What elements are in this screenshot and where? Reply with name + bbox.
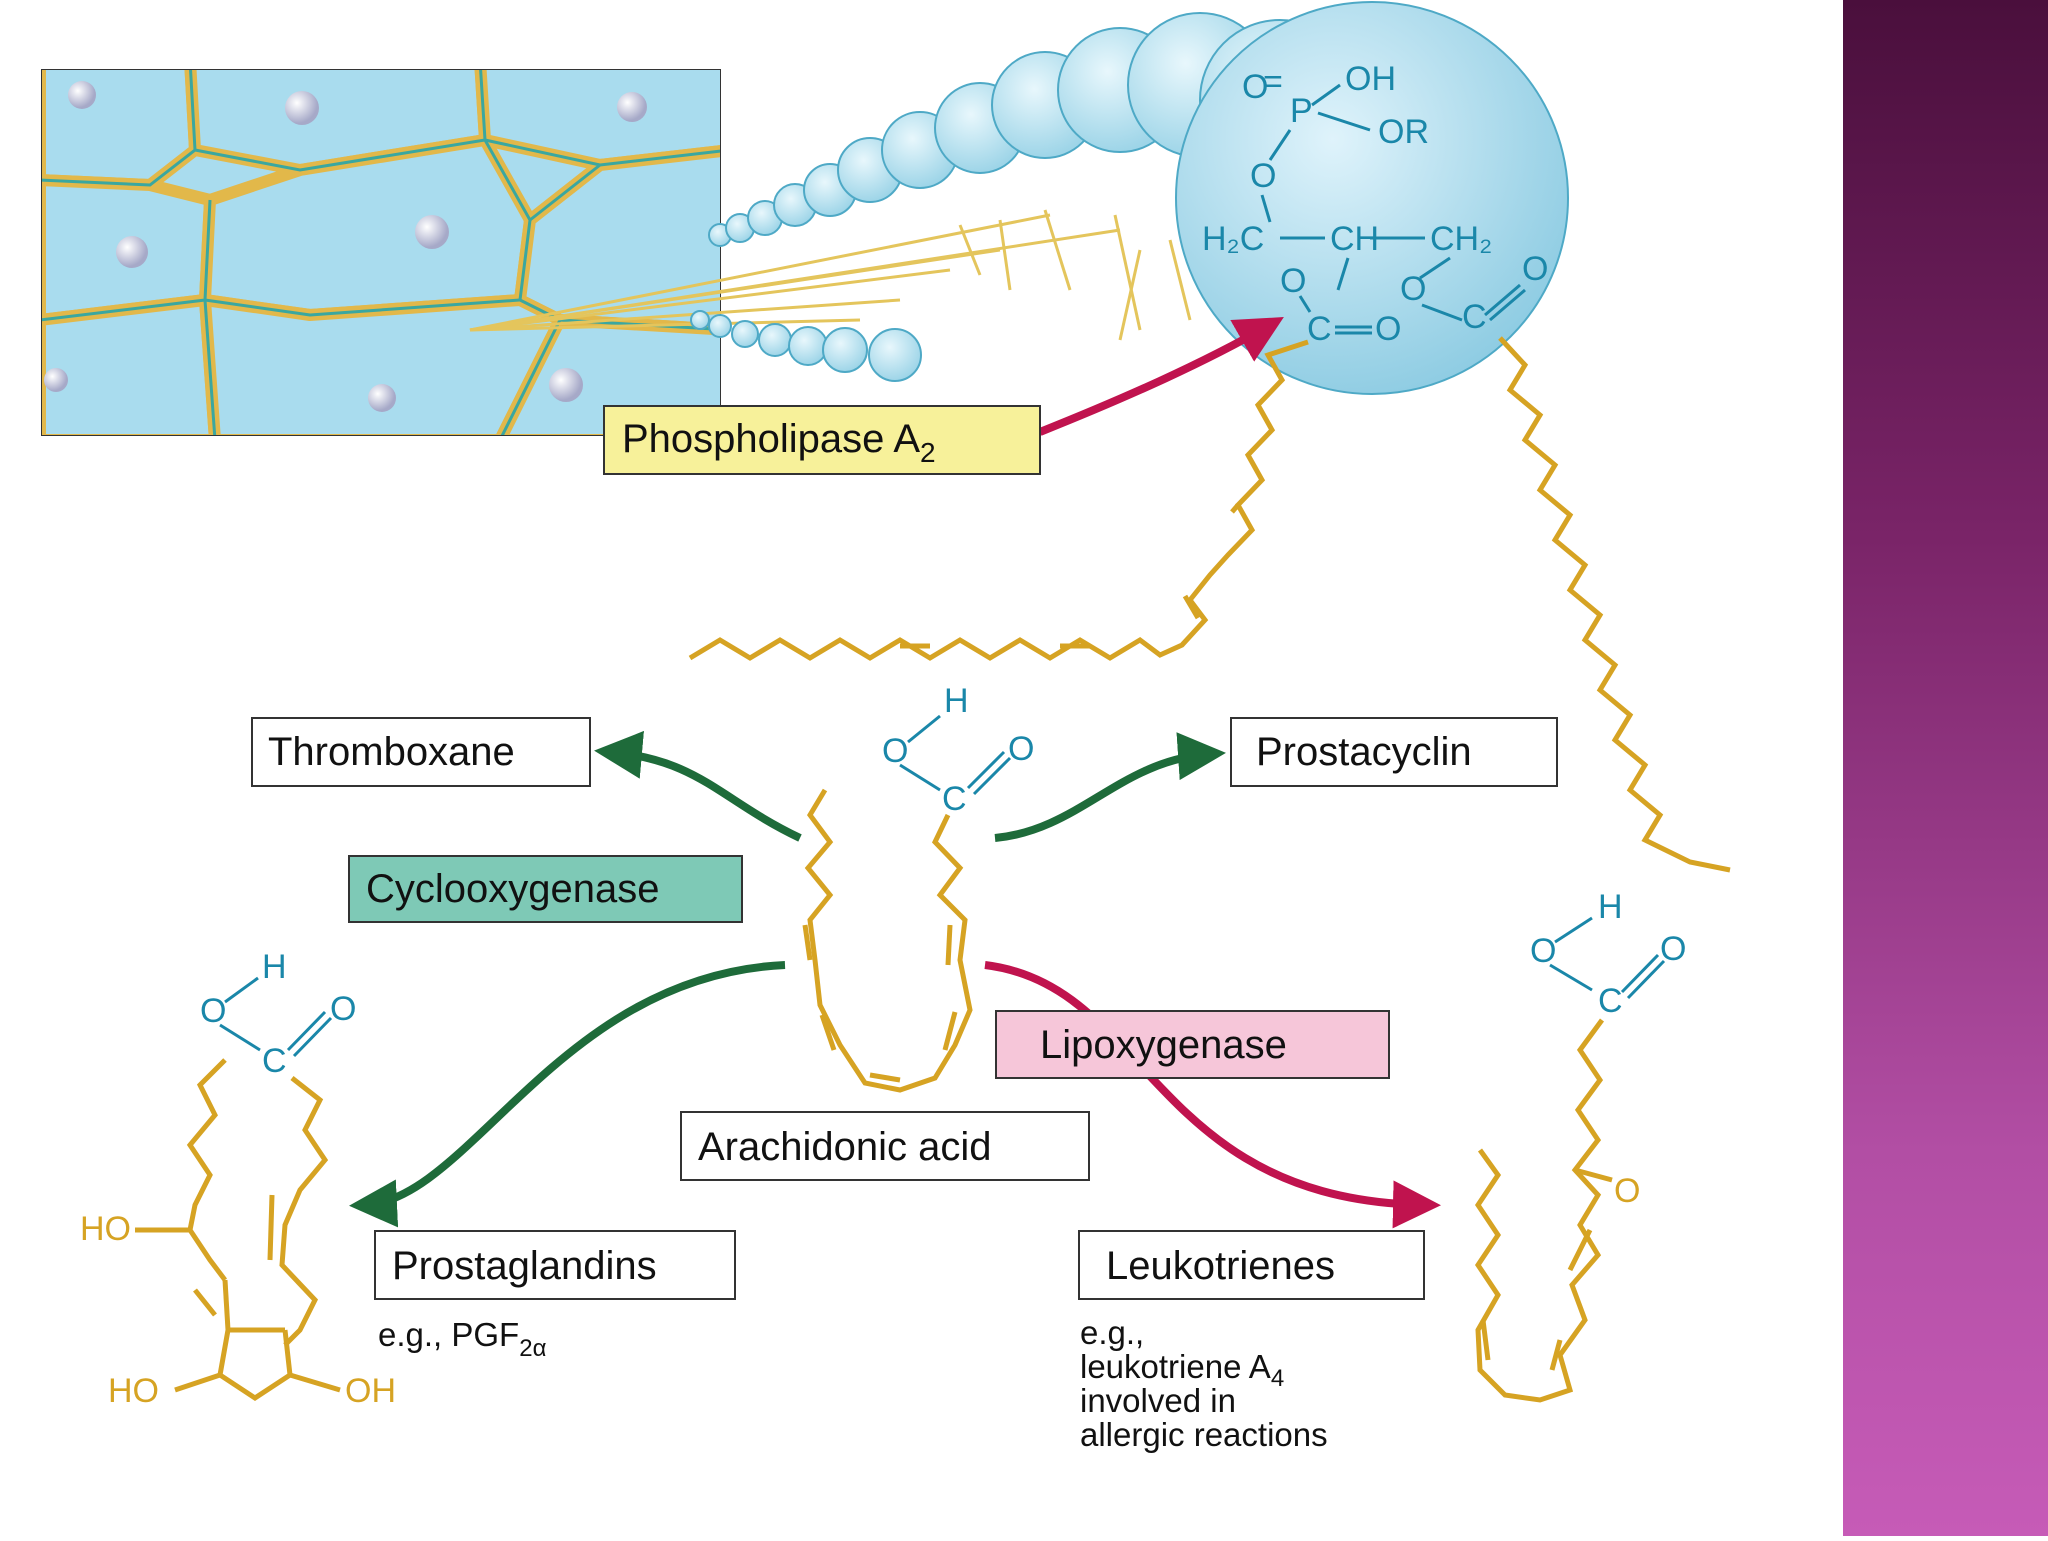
decorative-side-band — [1843, 0, 2048, 1536]
leukotriene-structure: O H C O O — [1474, 888, 1686, 1403]
leukotriene-example-note: e.g., leukotriene A4 involved in allergi… — [1080, 1314, 1328, 1453]
svg-text:Lipoxygenase: Lipoxygenase — [1040, 1023, 1287, 1067]
svg-text:P: P — [1290, 92, 1313, 130]
arrow-to-thromboxane — [594, 730, 802, 842]
diagram-canvas: O = P OH OR O H₂C CH CH₂ O O C O C O — [41, 1, 1731, 1453]
arachidonic-acid-structure: O H C O — [802, 682, 1034, 1093]
prostaglandins-box: Prostaglandins — [374, 1230, 736, 1300]
fatty-acid-chains — [688, 336, 1731, 873]
prostaglandin-structure: O H C O HO HO OH — [80, 948, 396, 1410]
phospholipid-head — [1175, 1, 1569, 395]
cyclooxygenase-box: Cyclooxygenase — [348, 855, 743, 923]
svg-text:O: O — [882, 732, 908, 770]
leukotrienes-box: Leukotrienes — [1078, 1230, 1425, 1300]
svg-text:Thromboxane: Thromboxane — [268, 730, 515, 774]
svg-text:O: O — [200, 992, 226, 1030]
svg-text:OH: OH — [1345, 60, 1396, 98]
svg-text:H₂C: H₂C — [1202, 220, 1264, 258]
svg-text:O: O — [1242, 68, 1268, 106]
svg-text:O: O — [330, 990, 356, 1028]
prostaglandin-example-note: e.g., PGF2α — [378, 1316, 547, 1362]
pathway-arrows — [349, 730, 1441, 1229]
svg-text:OR: OR — [1378, 113, 1429, 151]
phospholipase-label: Phospholipase A2 — [603, 317, 1284, 475]
svg-text:HO: HO — [108, 1372, 159, 1410]
svg-text:C: C — [1598, 982, 1623, 1020]
svg-text:Cyclooxygenase: Cyclooxygenase — [366, 867, 660, 911]
svg-text:C: C — [262, 1042, 287, 1080]
svg-text:O: O — [1375, 310, 1401, 348]
arrow-to-prostacyclin — [994, 732, 1226, 842]
svg-text:Phospholipase A2: Phospholipase A2 — [622, 417, 936, 468]
svg-text:H: H — [944, 682, 969, 720]
svg-text:HO: HO — [80, 1210, 131, 1248]
svg-text:O: O — [1614, 1172, 1640, 1210]
svg-text:CH₂: CH₂ — [1430, 220, 1492, 258]
svg-text:O: O — [1280, 262, 1306, 300]
arachidonic-acid-box: Arachidonic acid — [680, 1111, 1090, 1181]
svg-text:e.g., PGF2α: e.g., PGF2α — [378, 1316, 547, 1362]
arrow-to-prostaglandins — [349, 961, 786, 1228]
svg-text:involved in: involved in — [1080, 1382, 1236, 1419]
phosphate-structure: O = P OH OR O H₂C CH CH₂ O O C O C O — [1202, 60, 1548, 348]
svg-text:=: = — [1263, 63, 1283, 101]
cell-tissue-inset — [41, 69, 721, 436]
svg-text:O: O — [1008, 730, 1034, 768]
lipoxygenase-box: Lipoxygenase — [995, 1010, 1390, 1079]
svg-text:O: O — [1530, 932, 1556, 970]
phospholipid-bilayer — [469, 1, 1569, 395]
prostacyclin-box: Prostacyclin — [1230, 717, 1558, 787]
svg-text:C: C — [1462, 298, 1487, 336]
svg-text:allergic reactions: allergic reactions — [1080, 1416, 1328, 1453]
svg-text:O: O — [1250, 157, 1276, 195]
svg-text:Leukotrienes: Leukotrienes — [1106, 1244, 1335, 1288]
pathway-diagram: O = P OH OR O H₂C CH CH₂ O O C O C O — [41, 1, 1731, 1453]
svg-text:OH: OH — [345, 1372, 396, 1410]
svg-text:C: C — [1307, 310, 1332, 348]
svg-text:Arachidonic acid: Arachidonic acid — [698, 1125, 992, 1169]
thromboxane-box: Thromboxane — [251, 717, 591, 787]
svg-text:H: H — [1598, 888, 1623, 926]
arrow-to-leukotrienes — [984, 961, 1441, 1229]
svg-text:C: C — [942, 780, 967, 818]
svg-text:Prostaglandins: Prostaglandins — [392, 1244, 657, 1288]
svg-text:leukotriene A4: leukotriene A4 — [1080, 1348, 1284, 1392]
svg-text:H: H — [262, 948, 287, 986]
svg-text:e.g.,: e.g., — [1080, 1314, 1144, 1351]
svg-text:Prostacyclin: Prostacyclin — [1256, 730, 1472, 774]
svg-text:O: O — [1522, 250, 1548, 288]
